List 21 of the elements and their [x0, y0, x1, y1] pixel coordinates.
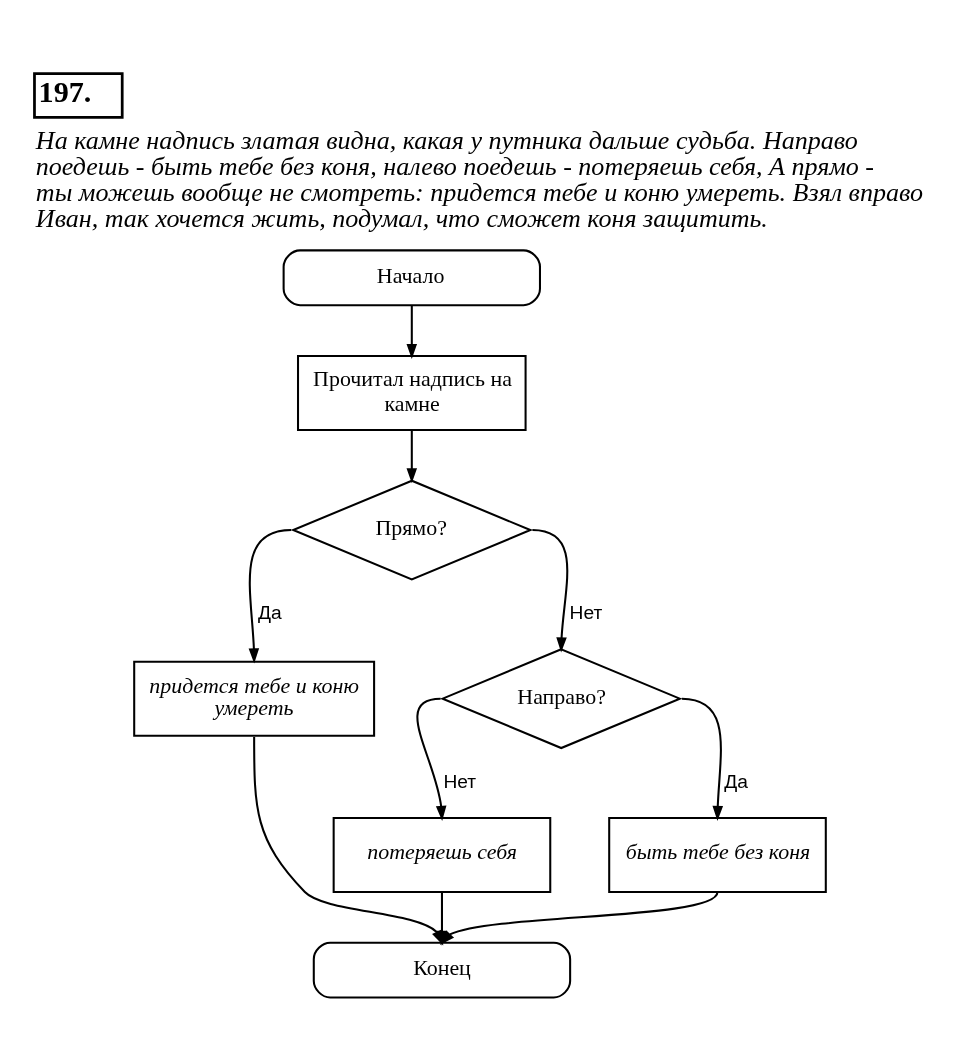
arrow: [532, 528, 569, 652]
edge-label: Нет: [443, 770, 477, 792]
arrow: [416, 697, 447, 821]
diagram-title: 197.: [38, 74, 92, 109]
arrow: [681, 697, 724, 821]
arrow: [248, 528, 292, 663]
node-box: быть тебе без коня: [608, 816, 827, 893]
node-diamond: Направо?: [439, 647, 683, 749]
node-box: Прочитал надпись на камне: [297, 354, 527, 431]
edge-label: Нет: [569, 601, 603, 623]
edge-label: Да: [724, 770, 748, 792]
arrow: [406, 429, 418, 483]
node-diamond: Прямо?: [290, 479, 534, 581]
node-box: Конец: [312, 941, 572, 999]
caption: На камне надпись златая видна, какая у путника дальше судьба. Направо поедешь - быть тебе без коня, налево поедешь - потеряешь себя, А прямо - ты можешь вообще не смотреть: придется тебе и коню умереть. Взял вправо Иван, так хочется жить, подумал, что сможет коня защитить.: [35, 125, 923, 233]
node-box: Начало: [282, 248, 541, 306]
arrow: [439, 890, 719, 945]
node-box: придется тебе и коню умереть: [133, 660, 376, 737]
edge-label: Да: [258, 601, 282, 623]
arrow: [406, 304, 418, 359]
node-box: потеряешь себя: [332, 816, 552, 893]
